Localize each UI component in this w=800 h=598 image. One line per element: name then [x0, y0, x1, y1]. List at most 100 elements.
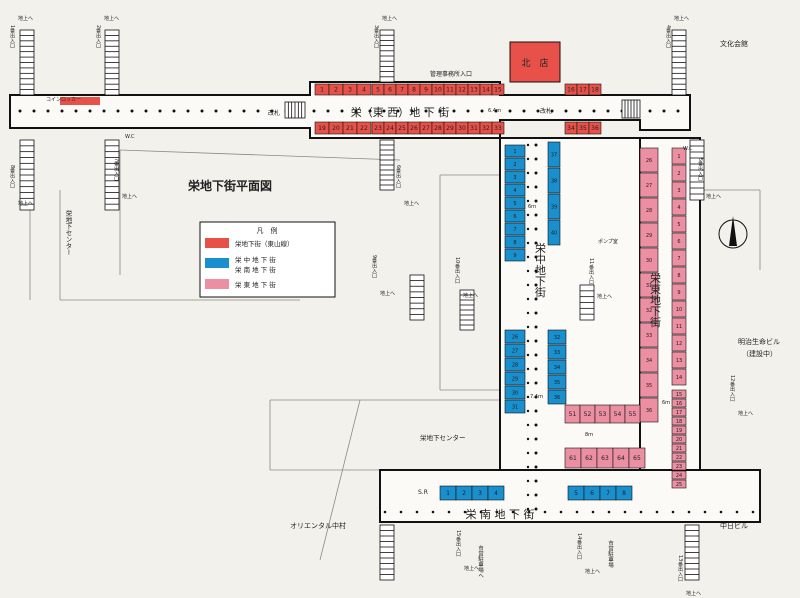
column-dot: [526, 283, 530, 287]
column-dot: [534, 171, 538, 175]
column-dot: [526, 451, 530, 455]
shop-number: 22: [676, 455, 682, 461]
exit-up-label: 地上へ: [18, 15, 33, 22]
column-dot: [526, 255, 530, 259]
column-dot: [508, 109, 512, 113]
shop-number: 8: [677, 273, 680, 279]
column-dot: [354, 109, 358, 113]
shop-cell: [671, 461, 687, 471]
shop-cell: [491, 121, 505, 135]
shop-cell: [624, 404, 641, 424]
exit-up-label: 地上へ: [706, 193, 721, 200]
shop-number: 5: [376, 87, 380, 94]
exit-label: 15番出入口: [455, 530, 461, 558]
column-dot: [466, 109, 470, 113]
exit-label: 8番出入口: [9, 165, 15, 190]
legend-label-ew: 栄地下街（東山線）: [235, 239, 294, 248]
column-dot: [534, 423, 538, 427]
column-dot: [18, 109, 22, 113]
shop-number: 17: [676, 410, 682, 416]
shop-number: 18: [591, 87, 599, 94]
shop-number: 39: [551, 205, 557, 211]
shop-cell: [671, 351, 687, 369]
shop-number: 53: [599, 411, 607, 418]
shop-number: 33: [554, 350, 560, 356]
shop-number: 30: [458, 125, 466, 132]
building-bunka-kaikan: 文化会館: [720, 39, 748, 48]
shop-number: 21: [676, 446, 682, 452]
column-dot: [534, 213, 538, 217]
column-dot: [526, 157, 530, 161]
column-dot: [536, 109, 540, 113]
column-dot: [447, 510, 451, 514]
column-dot: [480, 109, 484, 113]
column-dot: [639, 510, 643, 514]
shop-number: 2: [462, 490, 466, 497]
shop-cell: [547, 219, 561, 246]
legend-swatch-ew: [205, 238, 229, 248]
column-dot: [494, 109, 498, 113]
shop-number: 33: [646, 333, 652, 339]
column-dot: [534, 507, 538, 511]
shop-number: 8: [622, 490, 626, 497]
column-dot: [438, 109, 442, 113]
shop-cell: [671, 452, 687, 462]
column-dot: [534, 157, 538, 161]
column-dot: [228, 109, 232, 113]
label-parking-14: 市営駐車場: [607, 539, 614, 569]
column-dot: [543, 510, 547, 514]
shop-cell: [547, 344, 567, 360]
column-dot: [526, 493, 530, 497]
column-dot: [534, 395, 538, 399]
column-dot: [172, 109, 176, 113]
shop-cell: [504, 209, 526, 223]
exit-label: 5番出入口: [697, 158, 703, 183]
exit-label: 7番出入口: [113, 158, 119, 183]
exit-label: 9番出入口: [371, 255, 377, 280]
exit-label: 12番出入口: [729, 375, 735, 403]
column-dot: [534, 227, 538, 231]
east-west-corridor: [9, 81, 691, 139]
column-dot: [60, 109, 64, 113]
legend: 凡 例 栄地下街（東山線） 栄 中 地 下 街 栄 南 地 下 街 栄 東 地 …: [199, 221, 336, 298]
column-dot: [534, 143, 538, 147]
shop-cell: [671, 266, 687, 284]
column-dot: [534, 381, 538, 385]
district-east-west: 栄（東 西）地 下 街: [351, 105, 450, 119]
shop-cell: [671, 368, 687, 386]
shop-cell: [639, 347, 659, 373]
shop-number: 12: [676, 341, 682, 347]
column-dot: [526, 325, 530, 329]
column-dot: [526, 507, 530, 511]
column-dot: [144, 109, 148, 113]
shop-cell: [588, 83, 602, 96]
column-dot: [526, 367, 530, 371]
legend-label-naka: 栄 中 地 下 街: [235, 255, 276, 264]
label-kanri: 管理事務所入口: [430, 70, 472, 78]
north-store-block: [509, 41, 561, 83]
column-dot: [534, 353, 538, 357]
column-dot: [526, 437, 530, 441]
shop-cell: [671, 389, 687, 399]
shop-cell: [504, 183, 526, 197]
shop-number: 25: [676, 482, 682, 488]
exit-label: 14番出入口: [576, 533, 582, 561]
column-dot: [526, 311, 530, 315]
shop-number: 27: [422, 125, 430, 132]
column-dot: [32, 109, 36, 113]
shop-number: 55: [629, 411, 637, 418]
shop-number: 14: [482, 87, 490, 94]
shop-cell: [671, 434, 687, 444]
shop-number: 11: [446, 87, 454, 94]
exit-up-label: 地上へ: [597, 293, 612, 300]
shop-cell: [547, 141, 561, 168]
shop-number: 4: [513, 188, 516, 194]
label-wc-west: W.C: [125, 134, 135, 140]
column-dot: [578, 109, 582, 113]
shop-number: 31: [512, 405, 518, 411]
shop-number: 2: [513, 162, 516, 168]
shop-number: 5: [513, 201, 516, 207]
shop-number: 19: [676, 428, 682, 434]
column-dot: [526, 353, 530, 357]
